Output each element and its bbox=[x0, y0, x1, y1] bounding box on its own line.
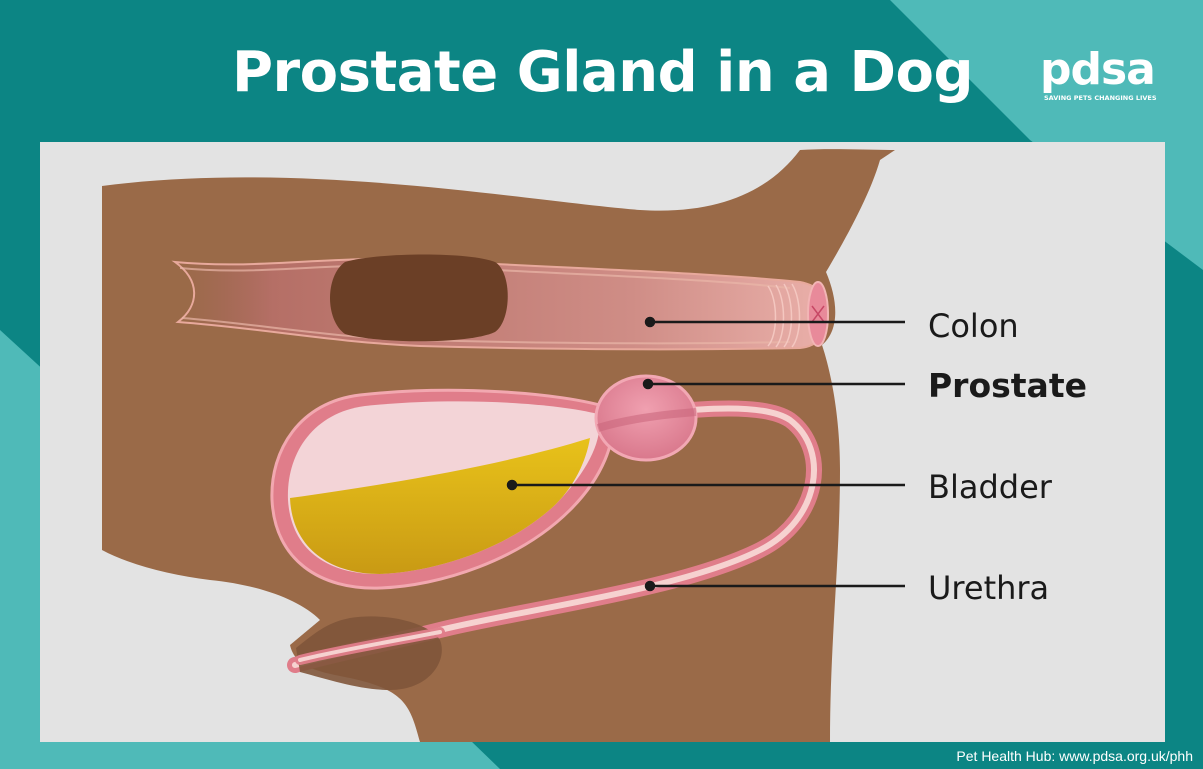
pdsa-logo: pdsa SAVING PETS CHANGING LIVES bbox=[1040, 48, 1180, 108]
accent-bottom-strip bbox=[0, 740, 500, 769]
logo-tagline: SAVING PETS CHANGING LIVES bbox=[1044, 94, 1157, 102]
label-bladder: Bladder bbox=[928, 467, 1052, 507]
label-prostate: Prostate bbox=[928, 366, 1087, 406]
faeces bbox=[330, 255, 508, 342]
logo-wordmark: pdsa bbox=[1040, 48, 1155, 92]
page-title: Prostate Gland in a Dog bbox=[232, 38, 992, 108]
label-colon: Colon bbox=[928, 306, 1019, 346]
footer-url: Pet Health Hub: www.pdsa.org.uk/phh bbox=[956, 747, 1193, 765]
label-urethra: Urethra bbox=[928, 568, 1049, 608]
